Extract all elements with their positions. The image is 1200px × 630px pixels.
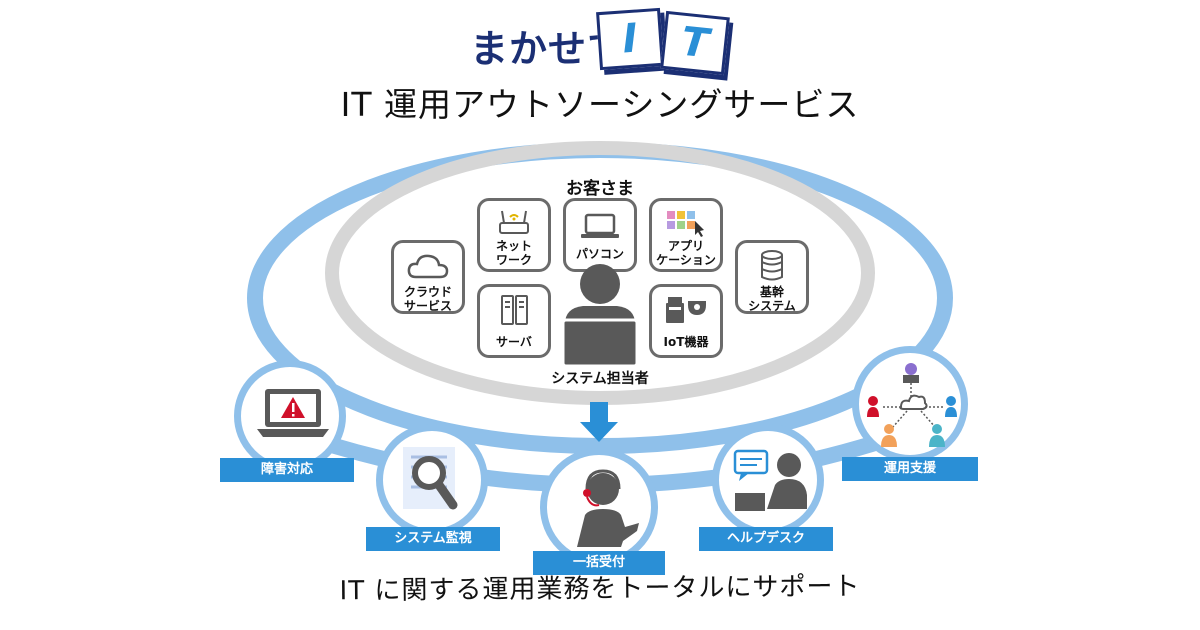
network-people-icon <box>867 363 957 447</box>
helpdesk-circle <box>712 424 824 536</box>
card-core-label: 基幹 システム <box>748 285 796 313</box>
ops-support-circle <box>852 346 968 462</box>
chat-person-icon <box>733 449 807 511</box>
laptop-alert-icon <box>257 389 329 437</box>
customer-label: お客さま <box>566 179 634 199</box>
card-apps: アプリ ケーション <box>649 198 723 272</box>
staff-label: システム担当者 <box>551 371 649 387</box>
incident-label: 障害対応 <box>220 458 354 482</box>
server-icon <box>501 295 528 325</box>
card-iot: IoT機器 <box>649 284 723 358</box>
card-apps-label: アプリ ケーション <box>656 239 716 267</box>
card-pc-label: パソコン <box>575 247 624 261</box>
router-icon <box>499 210 529 234</box>
card-server: サーバ <box>477 284 551 358</box>
card-network-label: ネット ワーク <box>495 239 532 267</box>
card-pc: パソコン <box>563 198 637 272</box>
app-grid-icon <box>667 211 704 237</box>
monitoring-label: システム監視 <box>366 527 500 551</box>
cloud-icon <box>407 254 449 279</box>
laptop-icon <box>581 213 619 238</box>
card-network: ネット ワーク <box>477 198 551 272</box>
card-cloud-label: クラウド サービス <box>403 285 452 313</box>
helpdesk-label: ヘルプデスク <box>699 527 833 551</box>
ops-support-label: 運用支援 <box>842 457 978 481</box>
tagline: IT に関する運用業務をトータルにサポート <box>339 571 861 607</box>
camera-printer-icon <box>666 297 706 323</box>
reception-circle <box>540 448 658 566</box>
card-core: 基幹 システム <box>735 240 809 314</box>
card-cloud: クラウド サービス <box>391 240 465 314</box>
database-icon <box>761 250 783 281</box>
incident-circle <box>234 360 346 472</box>
logo-tile-i: I <box>596 7 664 71</box>
monitoring-circle <box>376 424 488 536</box>
headset-operator-icon <box>577 469 639 547</box>
logo-tile-t: T <box>660 10 730 76</box>
staff-person-icon <box>561 264 639 367</box>
reception-label: 一括受付 <box>533 551 665 575</box>
page-title: IT 運用アウトソーシングサービス <box>340 85 860 124</box>
magnifier-icon <box>403 447 458 510</box>
card-iot-label: IoT機器 <box>663 335 709 349</box>
card-server-label: サーバ <box>496 335 532 349</box>
